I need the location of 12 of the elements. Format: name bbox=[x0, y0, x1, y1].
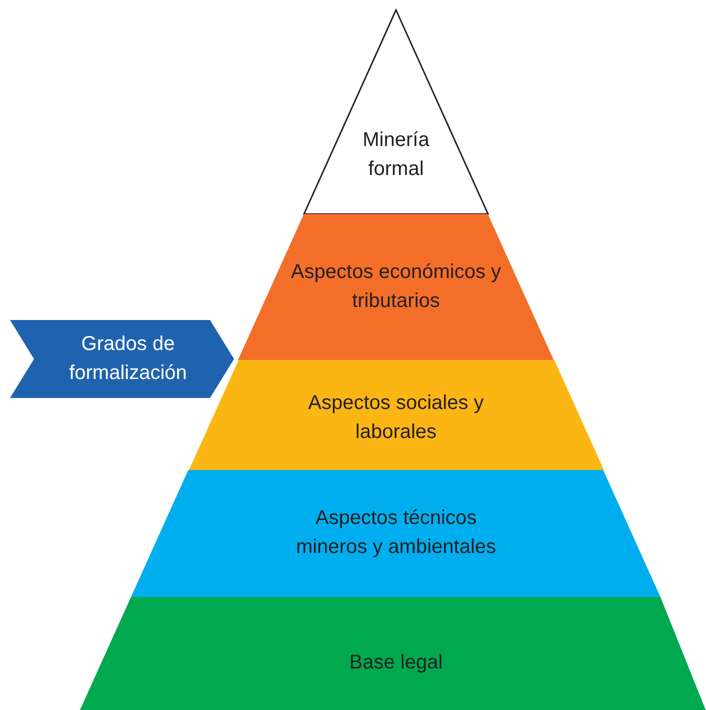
tier-label: Minería formal bbox=[362, 128, 430, 182]
pyramid-tier bbox=[131, 470, 661, 597]
tier-label: Aspectos técnicos mineros y ambientales bbox=[294, 506, 498, 560]
tier-label: Aspectos sociales y laborales bbox=[307, 391, 485, 445]
pyramid-tier bbox=[80, 597, 706, 710]
tier-label: Aspectos económicos y tributarios bbox=[290, 260, 502, 314]
pyramid-tier bbox=[188, 360, 604, 470]
chevron-banner bbox=[10, 320, 234, 398]
tier-label: Base legal bbox=[348, 650, 444, 676]
pyramid-tier bbox=[304, 10, 488, 214]
tier-label: Grados de formalización bbox=[68, 332, 188, 386]
pyramid-tier bbox=[238, 214, 554, 360]
